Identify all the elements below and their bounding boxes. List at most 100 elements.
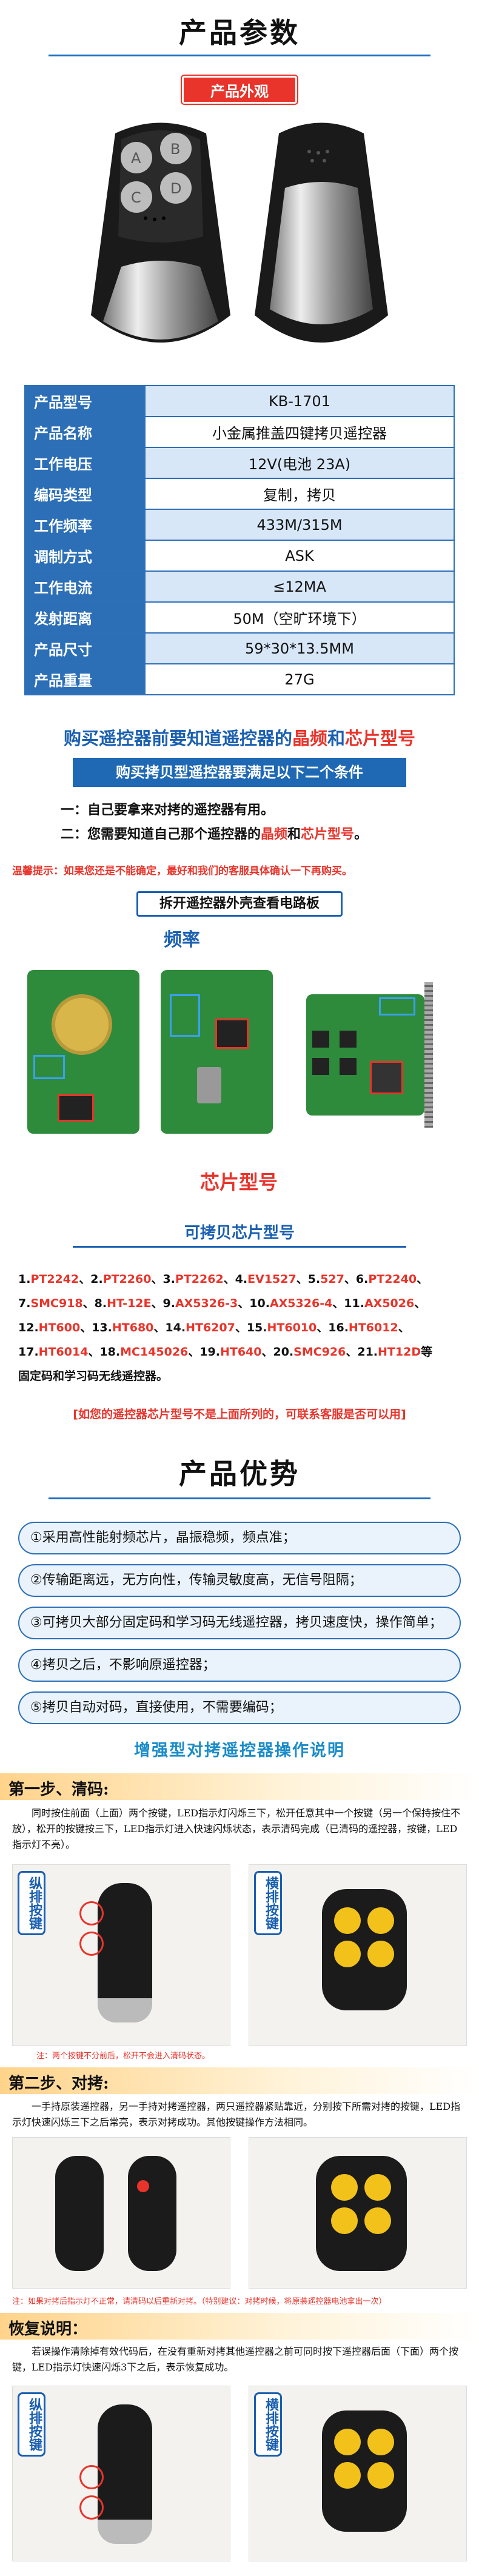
step2-text: 一手持原装遥控器，另一手持对拷遥控器，两只遥控器紧贴靠近，分别按下所需对拷的按键… [12,2101,461,2128]
spec-value: 12V(电池 23A) [144,447,455,479]
spec-key: 工作电流 [24,570,146,603]
step1-tag-left: 纵排按键 [18,1871,45,1935]
chip-line-2: 7.SMC918、8.HT-12E、9.AX5326-3、10.AX5326-4… [18,1291,467,1316]
warm-tip: 温馨提示：如果您还是不能确定，最好和我们的客服具体确认一下再购买。 [12,865,352,877]
chip-index: 、6. [344,1273,369,1286]
restore-tag-right: 横排按键 [254,2392,282,2457]
chip-model: SMC926 [293,1345,346,1359]
chip-index: 、3. [151,1273,175,1286]
chip-model-label: 芯片型号 [200,1171,278,1194]
chip-model: AX5326-3 [175,1297,238,1310]
circuit-board-1 [27,970,139,1134]
product-photo: A B C D [73,109,406,370]
guide-title: 增强型对拷遥控器操作说明 [134,1741,345,1760]
restore-tag-left: 纵排按键 [18,2392,45,2457]
advantage-item: ⑤拷贝自动对码，直接使用，不需要编码； [18,1691,461,1724]
spec-value: 小金属推盖四键拷贝遥控器 [144,416,455,448]
chip-index: 17. [18,1345,39,1359]
step1-caption: 注：两个按键不分前后，松开不会进入清码状态。 [36,2052,210,2061]
chip-line-5: 固定码和学习码无线遥控器。 [18,1370,169,1383]
chip-index: 、18. [88,1345,121,1359]
purchase-headline: 购买遥控器前要知道遥控器的晶频和芯片型号 [63,728,416,749]
condition-2: 二：您需要知道自己那个遥控器的晶频和芯片型号。 [61,827,368,842]
spec-row: 工作电流≤12MA [24,570,455,603]
chip-line-1: 1.PT2242、2.PT2260、3.PT2262、4.EV1527、5.52… [18,1267,467,1291]
spec-row: 产品名称小金属推盖四键拷贝遥控器 [24,416,455,448]
advantage-item: ②传输距离远，无方向性，传输灵敏度高，无信号阻隔； [18,1564,461,1597]
svg-text:C: C [131,189,141,206]
chip-index: 、20. [261,1345,294,1359]
chip-model: HT12D [378,1345,421,1359]
frequency-label: 频率 [164,929,200,951]
spec-key: 调制方式 [24,540,146,572]
chips-footnote: [如您的遥控器芯片型号不是上面所列的，可联系客服是否可以用] [73,1408,406,1421]
divider-2 [49,1497,430,1499]
advantage-item: ③可拷贝大部分固定码和学习码无线遥控器，拷贝速度快，操作简单； [18,1607,461,1639]
chip-index: 、21. [346,1345,378,1359]
condition-1: 一：自己要拿来对拷的遥控器有用。 [61,803,275,818]
chip-model: EV1527 [247,1273,296,1286]
chip-model: PT2240 [368,1273,417,1286]
disassemble-label: 拆开遥控器外壳查看电路板 [136,891,343,917]
chip-index: 等 [421,1345,433,1359]
spec-value: 复制，拷贝 [144,478,455,510]
chip-model: HT600 [38,1321,81,1334]
chip-model: 527 [320,1273,344,1286]
chip-index: 1. [18,1273,31,1286]
spec-value: 50M（空旷环境下） [144,601,455,634]
spec-key: 编码类型 [24,478,146,510]
svg-text:D: D [170,180,181,197]
spec-key: 工作电压 [24,447,146,479]
step2-photo-right [249,2137,467,2289]
spec-value: 27G [144,663,455,695]
chip-model: PT2242 [30,1273,79,1286]
chip-index: 、5. [296,1273,321,1286]
circuit-board-2 [161,970,273,1134]
chip-model: PT2262 [175,1273,224,1286]
chip-list: 1.PT2242、2.PT2260、3.PT2262、4.EV1527、5.52… [18,1267,467,1388]
spec-key: 产品名称 [24,416,146,448]
chip-index: 12. [18,1321,39,1334]
chip-model: MC145026 [120,1345,189,1359]
advantages-title: 产品优势 [179,1457,300,1490]
chip-model: AX5326-4 [269,1297,333,1310]
chip-index: 、 [398,1321,410,1334]
chip-line-3: 12.HT600、13.HT680、14.HT6207、15.HT6010、16… [18,1316,467,1340]
spec-key: 产品重量 [24,663,146,695]
chip-index: 、 [414,1297,426,1310]
spec-row: 编码类型复制，拷贝 [24,478,455,510]
circuit-board-3 [306,994,424,1116]
chip-line-4: 17.HT6014、18.MC145026、19.HT640、20.SMC926… [18,1340,467,1364]
remote-front-image: A B C D [91,122,230,343]
chip-index: 、19. [188,1345,220,1359]
spec-key: 工作频率 [24,509,146,541]
chip-index: 、 [417,1273,429,1286]
step1-photo-left: 纵排按键 [12,1864,230,2046]
spec-value: ASK [144,540,455,572]
chip-model: HT6207 [186,1321,235,1334]
step2-header: 第二步、对拷: [0,2067,479,2094]
chip-model: HT640 [219,1345,262,1359]
chip-model: HT-12E [107,1297,152,1310]
chip-index: 、8. [82,1297,107,1310]
restore-text: 若误操作清除掉有效代码后，在没有重新对拷其他遥控器之前可同时按下遥控器后面（下面… [12,2346,459,2373]
svg-text:A: A [131,150,141,167]
spec-key: 产品型号 [24,385,146,417]
spec-key: 产品尺寸 [24,632,146,664]
restore-photo-right: 横排按键 [249,2386,467,2561]
step1-tag-right: 横排按键 [254,1871,282,1935]
svg-text:B: B [170,141,180,158]
chip-index: 、11. [332,1297,364,1310]
chip-index: 、2. [79,1273,103,1286]
advantage-item: ①采用高性能射频芯片，晶振稳频，频点准； [18,1522,461,1554]
chips-title: 可拷贝芯片型号 [73,1219,406,1248]
step1-title: 第一步、清码: [8,1781,109,1799]
chip-model: HT6014 [38,1345,89,1359]
